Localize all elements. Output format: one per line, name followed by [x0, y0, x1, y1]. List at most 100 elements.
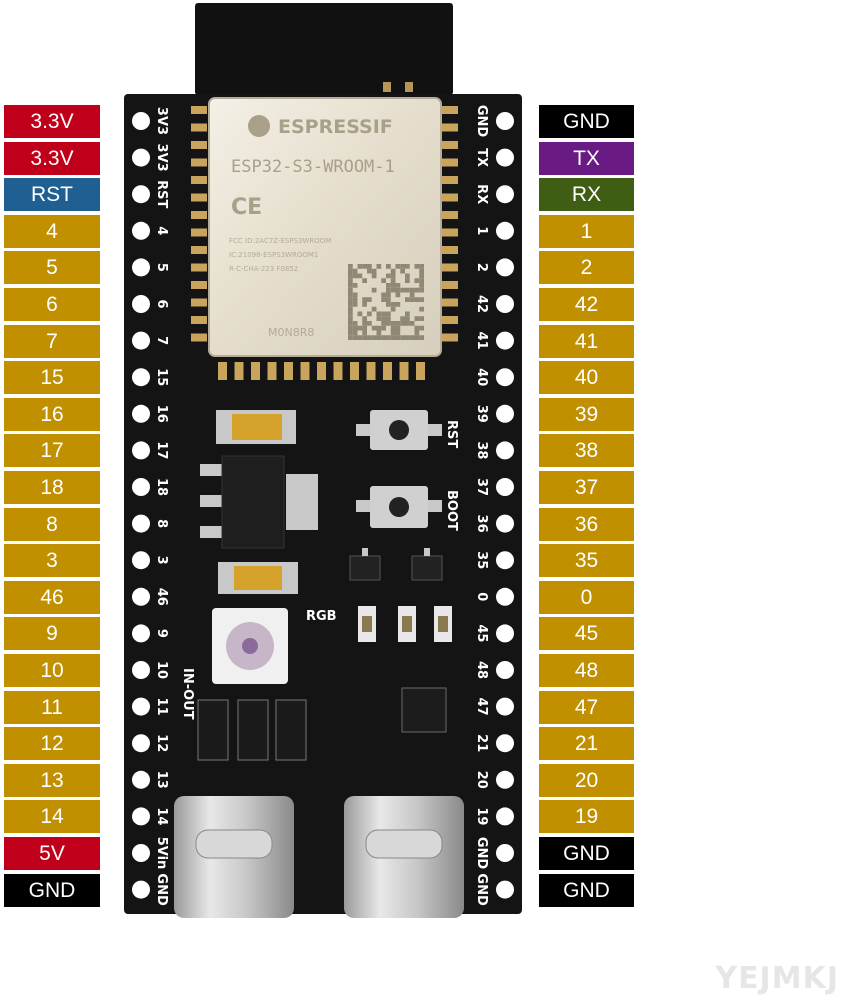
datamatrix-cell — [386, 287, 391, 293]
diodes — [197, 699, 307, 761]
right-silk-label: 35 — [474, 551, 489, 569]
left-header-hole — [132, 404, 150, 423]
right-header-hole — [496, 844, 514, 862]
boot-button[interactable] — [356, 486, 442, 528]
datamatrix-cell — [390, 306, 396, 312]
datamatrix-cell — [352, 268, 358, 274]
right-pin-label: RX — [539, 178, 634, 212]
left-header-hole — [132, 112, 150, 130]
datamatrix-cell — [405, 321, 410, 326]
datamatrix-cell — [400, 335, 405, 340]
right-silk-label: GND — [474, 105, 489, 138]
datamatrix-cell — [381, 292, 386, 298]
datamatrix-cell — [362, 316, 367, 321]
datamatrix-cell — [400, 316, 405, 321]
right-silk-label: TX — [474, 148, 489, 167]
datamatrix-cell — [390, 321, 396, 326]
left-header-hole — [132, 624, 150, 643]
datamatrix-cell — [381, 325, 386, 331]
right-header-hole — [496, 404, 514, 423]
datamatrix-cell — [395, 325, 401, 331]
right-silk-label: 40 — [474, 368, 489, 386]
right-silk-label: RX — [474, 184, 489, 204]
datamatrix-cell — [419, 316, 424, 321]
left-silk-label: 5 — [154, 263, 169, 272]
left-pin-label: 3.3V — [4, 105, 100, 138]
datamatrix-cell — [419, 273, 424, 279]
left-silk-label: 46 — [154, 588, 169, 606]
datamatrix-cell — [419, 306, 424, 312]
datamatrix-cell — [371, 273, 377, 279]
right-header-hole — [496, 661, 514, 679]
right-pin-label: 42 — [539, 288, 634, 321]
datamatrix-cell — [348, 325, 353, 331]
datamatrix-cell — [386, 321, 391, 326]
right-pin-label: 38 — [539, 434, 634, 468]
datamatrix-cell — [348, 264, 353, 269]
left-pin-label: 3 — [4, 544, 100, 578]
right-pin-label: 0 — [539, 580, 634, 614]
left-silk-label: 17 — [154, 441, 169, 459]
left-header-hole — [132, 368, 150, 387]
left-header-hole — [132, 844, 150, 862]
datamatrix-cell — [390, 325, 396, 331]
module-pad-left — [191, 263, 207, 272]
datamatrix-cell — [348, 287, 353, 293]
datamatrix-cell — [405, 278, 410, 283]
right-header-hole — [496, 551, 514, 570]
voltage-regulator — [200, 455, 318, 549]
right-pin-label: 21 — [539, 727, 634, 761]
left-silk-label: 12 — [154, 734, 169, 752]
datamatrix-cell — [371, 325, 377, 331]
right-pin-label: 39 — [539, 397, 634, 431]
module-pad-left — [191, 123, 207, 132]
datamatrix-cell — [352, 325, 358, 331]
datamatrix-cell — [395, 335, 401, 340]
left-header-hole — [132, 587, 150, 606]
rst-button[interactable] — [356, 410, 442, 450]
right-pin-label: GND — [539, 105, 634, 138]
right-pin-label: 47 — [539, 690, 634, 724]
module-brand: ESPRESSIF — [278, 116, 393, 138]
left-header-hole — [132, 551, 150, 570]
module-pad-left — [191, 211, 207, 219]
left-silk-label: 18 — [154, 478, 169, 496]
right-pin-label: 1 — [539, 214, 634, 248]
datamatrix-cell — [381, 297, 386, 302]
right-header-hole — [496, 112, 514, 130]
datamatrix-cell — [352, 335, 358, 340]
datamatrix-cell — [419, 325, 424, 331]
left-header-hole — [132, 697, 150, 716]
espressif-logo-icon — [248, 115, 270, 137]
datamatrix-cell — [405, 297, 410, 302]
datamatrix-cell — [348, 321, 353, 326]
datamatrix-cell — [352, 321, 358, 326]
datamatrix-cell — [405, 311, 410, 317]
left-header-hole — [132, 295, 150, 313]
transistors — [349, 548, 443, 581]
datamatrix-cell — [419, 264, 424, 269]
left-header-hole — [132, 331, 150, 350]
left-header-hole — [132, 514, 150, 533]
left-header-hole — [132, 441, 150, 460]
datamatrix-cell — [367, 268, 372, 274]
datamatrix-cell — [386, 302, 391, 307]
datamatrix-cell — [348, 273, 353, 279]
module-batch: M0N8R8 — [268, 326, 314, 339]
datamatrix-cell — [376, 330, 382, 336]
in-out-label: IN-OUT — [180, 668, 195, 720]
right-header-hole — [496, 807, 514, 826]
right-silk-label: 48 — [474, 661, 489, 679]
left-pin-label: 5V — [4, 837, 100, 870]
right-header-hole — [496, 624, 514, 643]
datamatrix-cell — [395, 264, 401, 269]
datamatrix-cell — [352, 292, 358, 298]
datamatrix-cell — [390, 273, 396, 279]
module-pad-bottom — [317, 362, 326, 380]
datamatrix-cell — [390, 287, 396, 293]
module-pad-left — [191, 106, 207, 114]
datamatrix-cell — [371, 335, 377, 340]
right-pin-label: GND — [539, 873, 634, 907]
left-pin-label: 12 — [4, 727, 100, 761]
datamatrix-cell — [357, 311, 363, 317]
